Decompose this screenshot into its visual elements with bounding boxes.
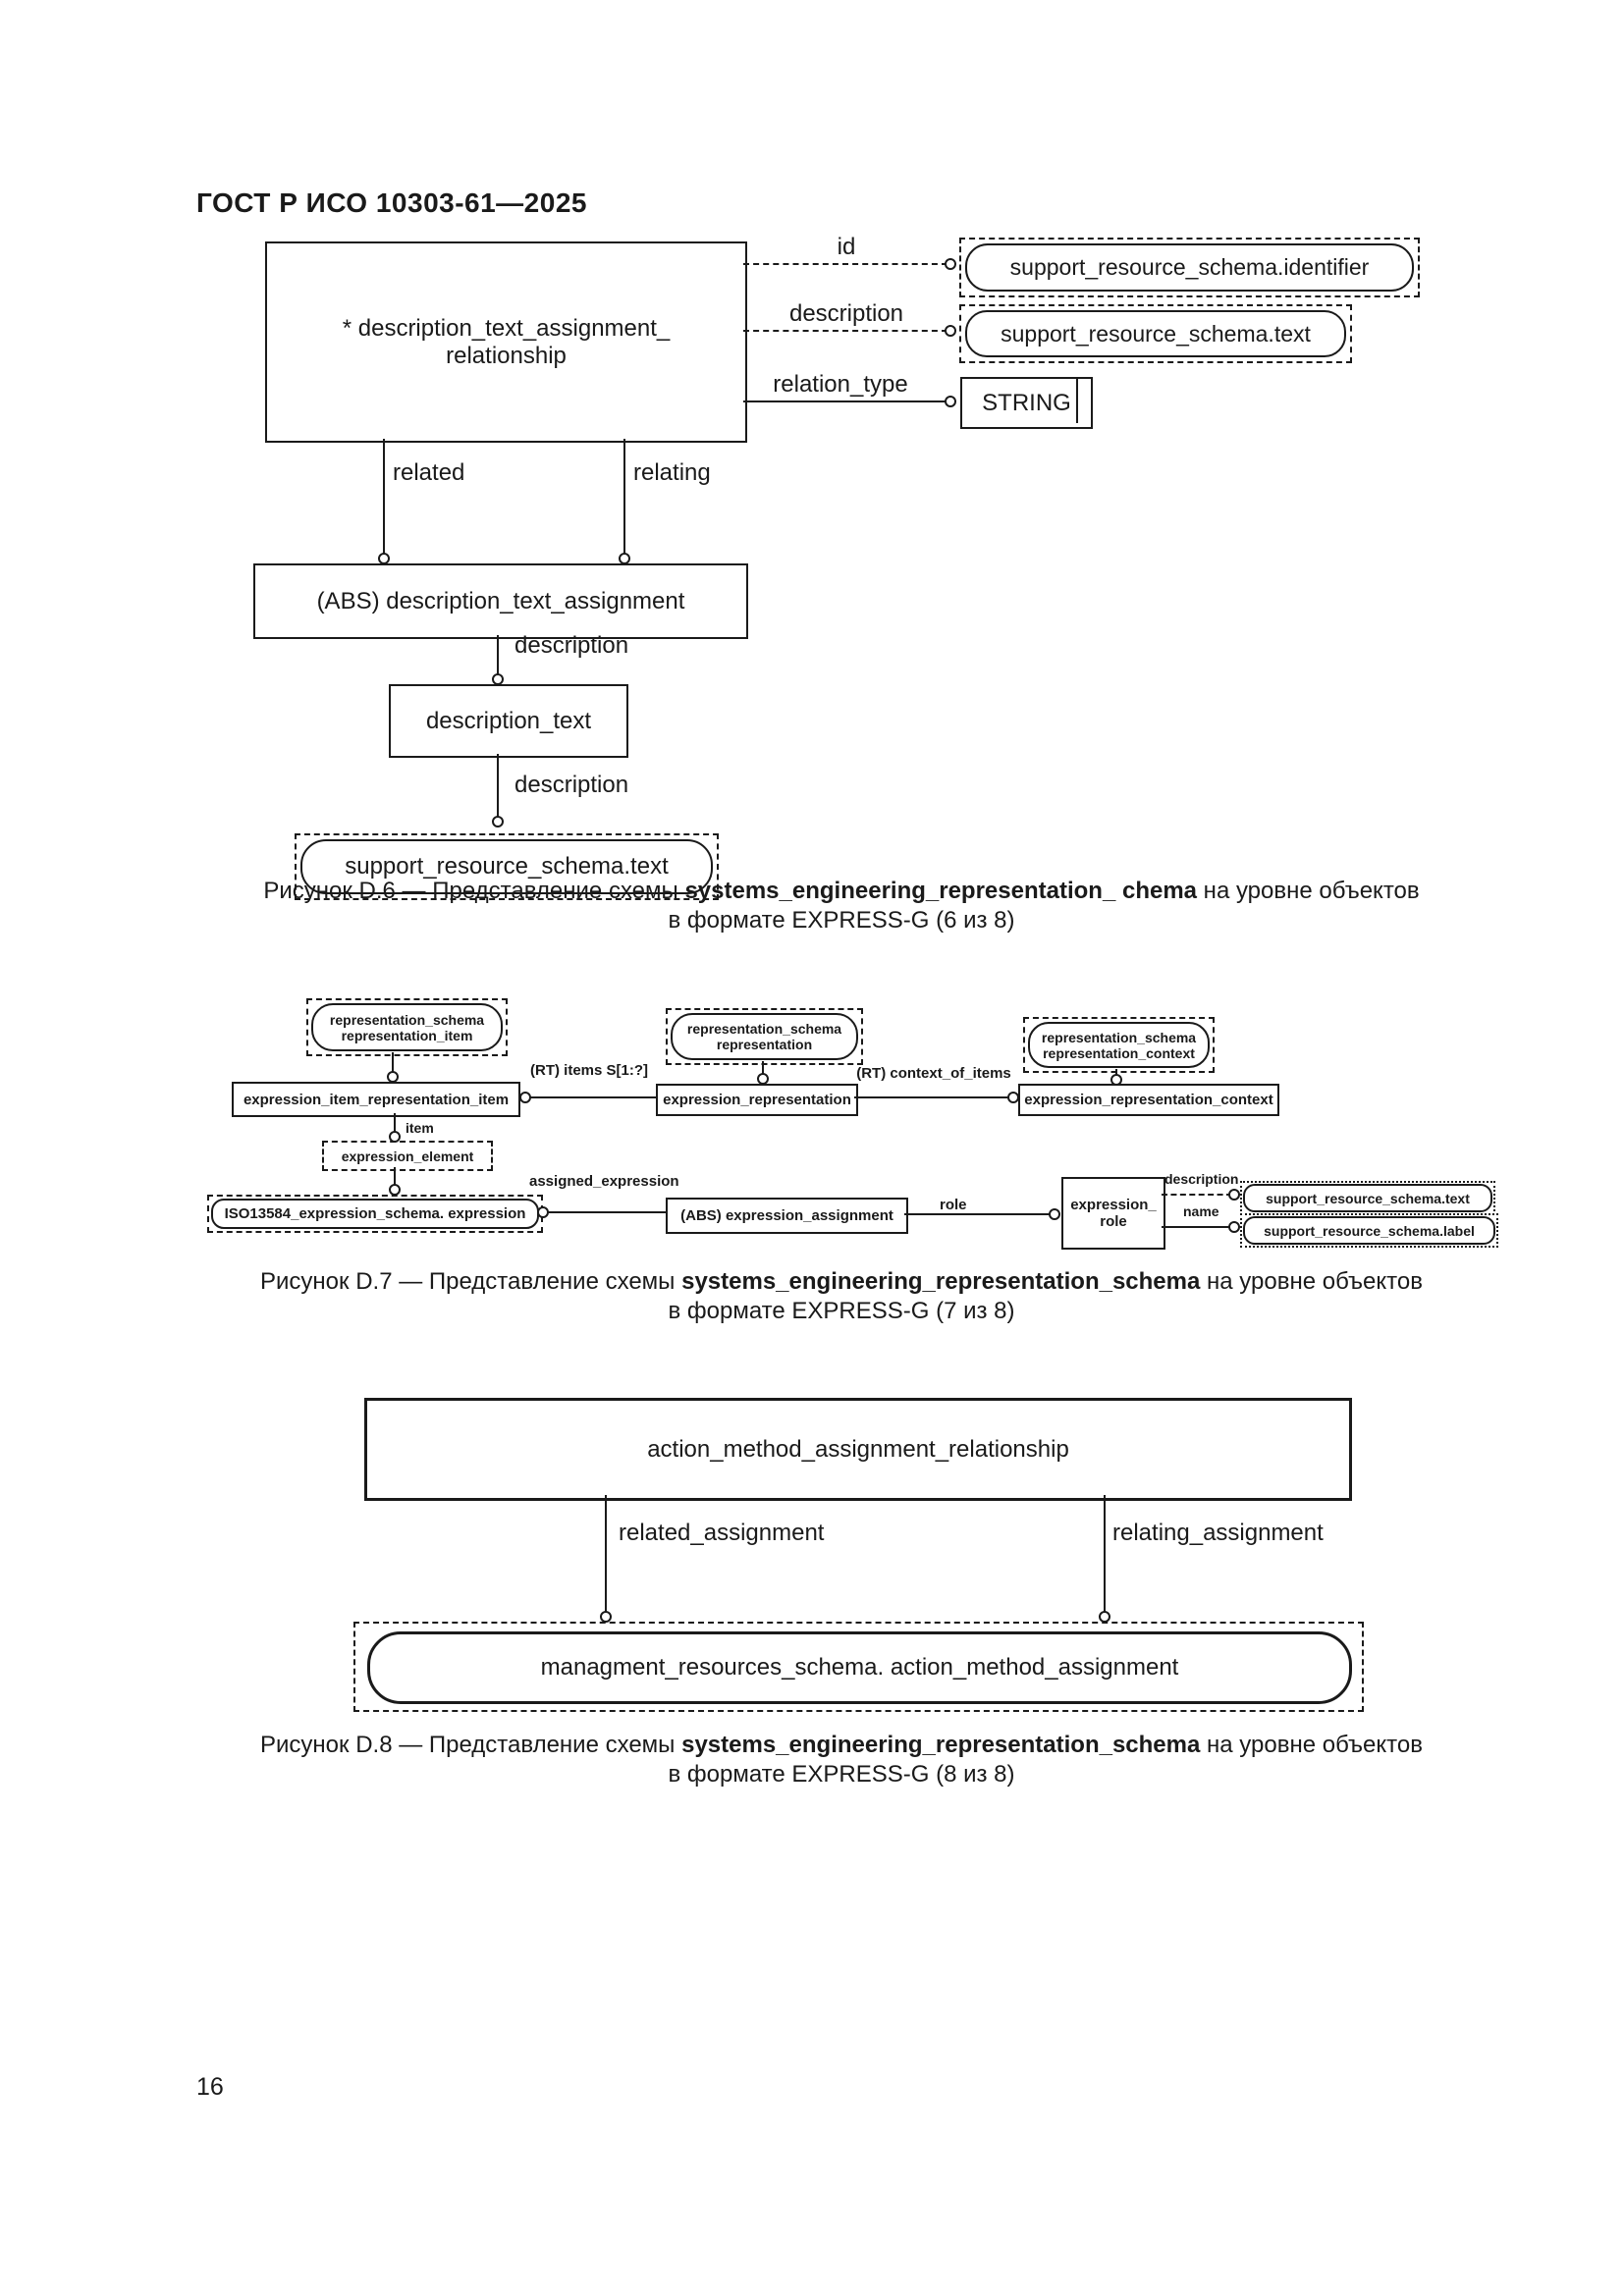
edge-label-description: description — [1164, 1171, 1239, 1187]
connector-circle — [378, 553, 390, 564]
ref-node-iso13584-expression-schema-expression: ISO13584_expression_schema. expression — [211, 1199, 539, 1229]
connector-circle — [1228, 1221, 1240, 1233]
edge-label-relation-type: relation_type — [773, 371, 908, 398]
entity-box-abs-description-text-assignment: (ABS) description_text_assignment — [253, 563, 748, 639]
figure-d7-caption-line2: в формате EXPRESS-G (7 из 8) — [668, 1298, 1015, 1324]
edge-line-description-3 — [497, 754, 499, 823]
connector-circle — [619, 553, 630, 564]
edge-label-rt-items: (RT) items S[1:?] — [530, 1062, 648, 1079]
edge-line-supertype-1 — [392, 1052, 394, 1082]
connector-circle — [389, 1184, 401, 1196]
edge-label-related-assignment: related_assignment — [619, 1520, 825, 1546]
entity-box-expression-representation-context: expression_representation_context — [1018, 1084, 1279, 1116]
simple-type-box-string: STRING — [960, 377, 1093, 429]
edge-line-description-2 — [497, 635, 499, 684]
edge-label-role: role — [940, 1197, 967, 1213]
ref-node-representation-schema-representation: representation_schema representation — [671, 1013, 858, 1060]
edge-line-relating-assignment — [1104, 1495, 1106, 1617]
figure-d6-caption-line1: Рисунок D.6 — Представление схемы system… — [59, 877, 1624, 906]
entity-box-expression-representation: expression_representation — [656, 1084, 858, 1116]
ref-node-support-resource-schema-text: support_resource_schema.text — [1243, 1184, 1492, 1212]
edge-label-id: id — [837, 234, 856, 260]
ref-node-representation-schema-representation-context: representation_schema representation_con… — [1028, 1022, 1210, 1068]
page-number: 16 — [196, 2073, 224, 2101]
figure-d7-caption: Рисунок D.7 — Представление схемы system… — [59, 1267, 1624, 1326]
entity-box-expression-item-representation-item: expression_item_representation_item — [232, 1082, 520, 1117]
select-type-box-expression-element: expression_element — [322, 1141, 493, 1171]
caption-schema-name: systems_engineering_representation_ chem… — [684, 878, 1198, 904]
ref-node-support-resource-schema-text-bottom: support_resource_schema.text — [300, 839, 713, 894]
connector-circle — [1049, 1208, 1060, 1220]
entity-box-action-method-assignment-relationship: action_method_assignment_relationship — [364, 1398, 1352, 1501]
edge-line-name — [1162, 1226, 1232, 1228]
connector-circle — [389, 1131, 401, 1143]
edge-line-relation-type — [743, 400, 947, 402]
edge-line-id — [743, 263, 947, 265]
edge-label-rt-context-of-items: (RT) context_of_items — [856, 1065, 1011, 1082]
edge-line-item — [394, 1113, 396, 1142]
edge-line-role — [904, 1213, 1054, 1215]
ref-node-support-resource-schema-identifier: support_resource_schema.identifier — [965, 243, 1414, 292]
simple-type-double-bar — [1076, 379, 1078, 423]
edge-line-element-to-iso — [394, 1167, 396, 1198]
connector-circle — [945, 396, 956, 407]
edge-label-assigned-expression: assigned_expression — [529, 1173, 679, 1190]
edge-line-related-assignment — [605, 1495, 607, 1617]
connector-circle — [492, 816, 504, 828]
caption-prefix: Рисунок D.7 — Представление схемы — [260, 1268, 682, 1295]
entity-box-abs-expression-assignment: (ABS) expression_assignment — [666, 1198, 908, 1234]
ref-node-support-resource-schema-text: support_resource_schema.text — [965, 310, 1346, 357]
connector-circle — [492, 673, 504, 685]
edge-line-assigned-expression — [547, 1211, 666, 1213]
figure-d8-caption-line2: в формате EXPRESS-G (8 из 8) — [668, 1761, 1015, 1788]
edge-label-relating-assignment: relating_assignment — [1112, 1520, 1324, 1546]
connector-circle — [519, 1092, 531, 1103]
caption-schema-name: systems_engineering_representation_schem… — [681, 1732, 1201, 1758]
edge-line-relating — [623, 439, 625, 559]
edge-label-name: name — [1183, 1203, 1219, 1219]
edge-line-description — [1162, 1194, 1232, 1196]
caption-suffix: на уровне объектов — [1197, 878, 1420, 904]
connector-circle — [945, 258, 956, 270]
ref-node-representation-schema-representation-item: representation_schema representation_ite… — [311, 1003, 503, 1051]
connector-circle — [945, 325, 956, 337]
entity-box-description-text: description_text — [389, 684, 628, 758]
edge-label-related: related — [393, 459, 465, 486]
connector-circle — [387, 1071, 399, 1083]
caption-schema-name: systems_engineering_representation_schem… — [681, 1268, 1201, 1295]
figure-d6-caption-line2: в формате EXPRESS-G (6 из 8) — [668, 907, 1015, 934]
connector-circle — [1228, 1189, 1240, 1201]
connector-circle — [600, 1611, 612, 1623]
edge-label-item: item — [406, 1120, 434, 1136]
figure-d7-caption-line1: Рисунок D.7 — Представление схемы system… — [59, 1267, 1624, 1297]
edge-label-description: description — [788, 300, 904, 327]
edge-label-description-3: description — [514, 772, 629, 798]
connector-circle — [1007, 1092, 1019, 1103]
connector-circle — [1099, 1611, 1110, 1623]
edge-line-rt-context-of-items — [854, 1096, 1009, 1098]
edge-line-related — [383, 439, 385, 559]
page-header: ГОСТ Р ИСО 10303-61—2025 — [196, 187, 587, 218]
caption-suffix: на уровне объектов — [1200, 1732, 1423, 1758]
edge-line-description — [743, 330, 947, 332]
ref-node-support-resource-schema-label: support_resource_schema.label — [1243, 1216, 1495, 1245]
caption-prefix: Рисунок D.8 — Представление схемы — [260, 1732, 682, 1758]
figure-d6-caption: Рисунок D.6 — Представление схемы system… — [59, 877, 1624, 935]
connector-circle — [537, 1206, 549, 1218]
caption-suffix: на уровне объектов — [1200, 1268, 1423, 1295]
connector-circle — [1110, 1074, 1122, 1086]
edge-label-relating: relating — [633, 459, 711, 486]
edge-label-description-2: description — [514, 632, 629, 659]
entity-box-description-text-assignment-relationship: * description_text_assignment_ relations… — [265, 241, 747, 443]
figure-d8-caption-line1: Рисунок D.8 — Представление схемы system… — [59, 1731, 1624, 1760]
entity-box-expression-role: expression_ role — [1061, 1177, 1165, 1250]
edge-line-rt-items — [528, 1096, 656, 1098]
figure-d8-caption: Рисунок D.8 — Представление схемы system… — [59, 1731, 1624, 1789]
ref-node-managment-resources-schema-action-method-assignment: managment_resources_schema. action_metho… — [367, 1631, 1352, 1704]
caption-prefix: Рисунок D.6 — Представление схемы — [263, 878, 685, 904]
connector-circle — [757, 1073, 769, 1085]
